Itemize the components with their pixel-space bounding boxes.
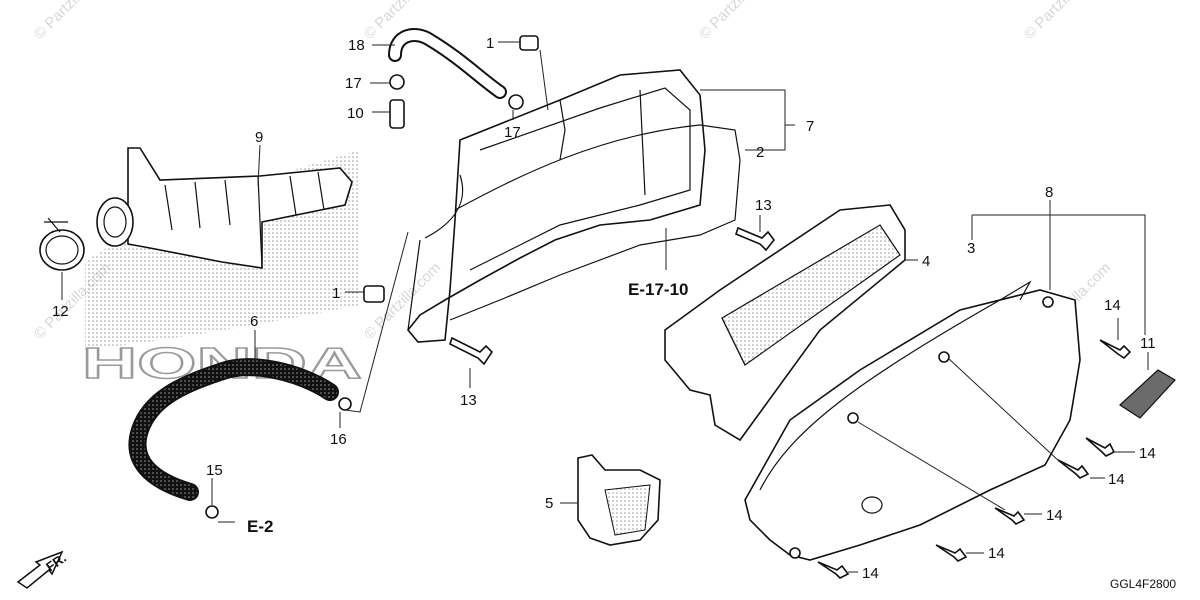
hose-clamp-part-12[interactable] (39, 217, 85, 271)
callout-12: 12 (52, 303, 69, 320)
air-cleaner-cover-part-3[interactable] (744, 280, 1081, 561)
callout-13: 13 (755, 197, 772, 214)
callout-2: 2 (756, 144, 764, 161)
callout-8: 8 (1045, 184, 1053, 201)
callout-9: 9 (255, 129, 263, 146)
callout-14: 14 (1108, 471, 1125, 488)
callout-15: 15 (206, 462, 223, 479)
clip-part-15[interactable] (205, 505, 219, 519)
callout-17: 17 (345, 75, 362, 92)
callout-17: 17 (504, 124, 521, 141)
callout-14: 14 (1139, 445, 1156, 462)
reference-e17-10: E-17-10 (628, 280, 688, 299)
callout-6: 6 (250, 313, 258, 330)
bolt-part-13-lower[interactable] (449, 336, 494, 366)
bolt-part-13-upper[interactable] (735, 226, 776, 252)
front-direction-arrow: FR. (16, 550, 69, 589)
callout-10: 10 (347, 105, 364, 122)
callout-4: 4 (922, 253, 930, 270)
bolt-part-1-left[interactable] (363, 285, 385, 303)
bracket-part-5[interactable] (577, 454, 661, 546)
callouts: 18 17 10 1 17 7 2 9 8 13 3 4 12 1 14 6 1… (52, 35, 1156, 582)
clip-part-17[interactable] (389, 74, 524, 110)
callout-7: 7 (806, 118, 814, 135)
watermark: © Partzilla.com (696, 0, 779, 43)
callout-5: 5 (545, 495, 553, 512)
reference-e2: E-2 (247, 517, 273, 536)
clip-part-16[interactable] (338, 397, 352, 411)
callout-11: 11 (1140, 335, 1156, 352)
callout-1: 1 (486, 35, 494, 52)
drain-hose-part-6[interactable] (128, 358, 339, 501)
bolt-part-1-top[interactable] (519, 35, 539, 51)
seal-gasket-part-2[interactable] (449, 124, 741, 321)
callout-14: 14 (1046, 507, 1063, 524)
intake-duct-part-9[interactable] (96, 147, 353, 269)
air-cleaner-housing-part-7[interactable] (406, 69, 706, 343)
watermark: © Partzilla.com (31, 0, 114, 43)
callout-16: 16 (330, 431, 347, 448)
drawing-code: GGL4F2800 (1110, 577, 1176, 591)
screw-part-14[interactable] (817, 339, 1132, 579)
leader-lines (61, 41, 1149, 573)
watermark: © Partzilla.com (1021, 0, 1104, 43)
callout-13: 13 (460, 392, 477, 409)
callout-14: 14 (988, 545, 1005, 562)
label-part-11[interactable] (1119, 369, 1176, 419)
callout-14: 14 (862, 565, 879, 582)
callout-14: 14 (1104, 297, 1121, 314)
callout-1: 1 (332, 285, 340, 302)
air-filter-element-part-4[interactable] (664, 204, 906, 442)
breather-hose-part-18[interactable] (388, 28, 507, 99)
callout-18: 18 (348, 37, 365, 54)
callout-3: 3 (967, 240, 975, 257)
fitting-part-10[interactable] (389, 99, 405, 129)
